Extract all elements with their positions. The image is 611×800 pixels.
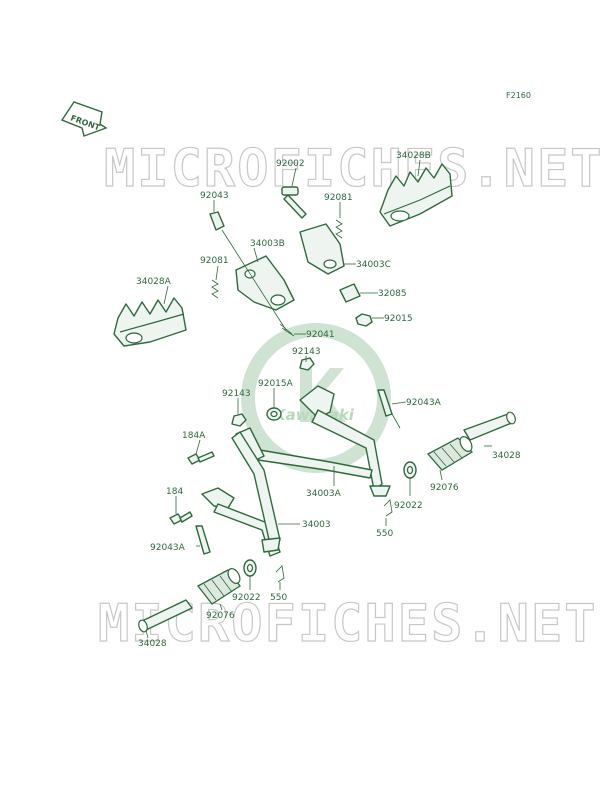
washer-92015a — [266, 407, 282, 421]
rubber-92076-right — [426, 436, 474, 471]
cotter-550-bottom — [275, 565, 285, 583]
footpeg-34028a — [113, 297, 187, 347]
diagram-code: F2160 — [506, 91, 531, 100]
bracket-34003b — [235, 255, 295, 311]
label-92022-right: 92022 — [394, 501, 423, 511]
pin-92002 — [281, 186, 307, 219]
label-34003a: 34003A — [306, 489, 342, 499]
label-184: 184 — [166, 487, 183, 497]
label-32085: 32085 — [378, 289, 407, 299]
nut-92143-b — [231, 413, 247, 427]
pin-92043a-left — [195, 525, 211, 555]
label-92002: 92002 — [276, 159, 305, 169]
washer-92022-bottom — [243, 559, 257, 577]
washer-92022-right — [403, 461, 417, 479]
label-34003c: 34003C — [356, 260, 391, 270]
bracket-34003c — [299, 223, 345, 275]
footpeg-bar-34003 — [201, 431, 281, 557]
spring-92081-top — [335, 219, 343, 239]
footpeg-bar-34003a — [235, 385, 391, 497]
label-92041: 92041 — [306, 330, 335, 340]
label-92043-top: 92043 — [200, 191, 229, 201]
label-34003b: 34003B — [250, 239, 285, 249]
watermark-top: MICROFICHES.NET — [104, 139, 604, 199]
leader-lines — [145, 159, 492, 639]
label-92022-bottom: 92022 — [232, 593, 261, 603]
label-92043a-right: 92043A — [406, 398, 442, 408]
label-550-bottom: 550 — [270, 593, 287, 603]
spring-92081-left — [211, 279, 219, 299]
label-184a: 184A — [182, 431, 206, 441]
rubber-92076-bottom — [197, 568, 241, 605]
label-34028b: 34028B — [396, 151, 431, 161]
label-34003: 34003 — [302, 520, 331, 530]
bolt-184a — [187, 451, 215, 465]
label-92015a: 92015A — [258, 379, 294, 389]
bolt-184 — [169, 511, 193, 525]
label-92081-top: 92081 — [324, 193, 353, 203]
watermark-bottom: MICROFICHES.NET — [98, 594, 598, 654]
label-92076-right: 92076 — [430, 483, 459, 493]
label-92143-b: 92143 — [222, 389, 251, 399]
label-34028a: 34028A — [136, 277, 172, 287]
footpeg-34028b — [379, 163, 453, 227]
front-arrow-icon: FRONT — [60, 101, 108, 137]
peg-34028-right — [463, 411, 516, 441]
peg-34028-bottom — [138, 599, 193, 633]
cotter-550-right — [383, 499, 393, 517]
nut-92143-a — [299, 357, 315, 371]
label-34028-right: 34028 — [492, 451, 521, 461]
pin-92043-top — [209, 211, 225, 231]
label-92015: 92015 — [384, 314, 413, 324]
nut-92015 — [355, 313, 373, 327]
label-92081-left: 92081 — [200, 256, 229, 266]
plate-32085 — [339, 283, 361, 303]
label-34028-bottom: 34028 — [138, 639, 167, 649]
label-92076-bottom: 92076 — [206, 611, 235, 621]
label-92143-a: 92143 — [292, 347, 321, 357]
label-550-right: 550 — [376, 529, 393, 539]
cotter-92041 — [279, 323, 295, 337]
label-92043a-left: 92043A — [150, 543, 186, 553]
